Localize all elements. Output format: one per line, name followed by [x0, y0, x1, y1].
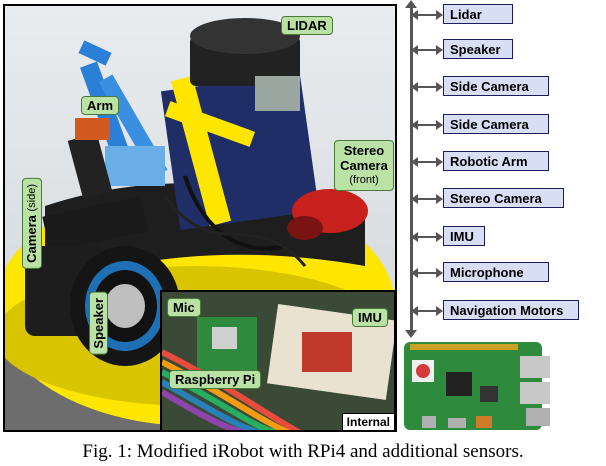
callout-stereo-camera: Stereo Camera (front): [334, 140, 394, 191]
callout-stereo-camera-sub: (front): [349, 174, 379, 186]
callout-imu: IMU: [352, 308, 388, 327]
callout-mic: Mic: [167, 298, 201, 317]
connector: [411, 157, 443, 167]
device-side-camera: Side Camera: [443, 114, 549, 134]
device-robotic-arm: Robotic Arm: [443, 151, 549, 171]
device-microphone: Microphone: [443, 262, 549, 282]
connector: [411, 82, 443, 92]
robot-photo: LIDAR Arm Stereo Camera (front) Camera (…: [3, 4, 397, 432]
callout-raspberry-pi: Raspberry Pi: [169, 370, 262, 389]
callout-camera-side: Camera (side): [22, 178, 42, 269]
device-lidar: Lidar: [443, 4, 513, 24]
callout-speaker: Speaker: [89, 292, 108, 355]
callout-arm: Arm: [81, 96, 120, 115]
connector: [411, 10, 443, 20]
device-stereo-camera: Stereo Camera: [443, 188, 564, 208]
callout-camera-side-sub: (side): [26, 184, 38, 212]
connector: [411, 120, 443, 130]
internal-tag: Internal: [341, 413, 394, 430]
connector: [411, 268, 443, 278]
figure-caption: Fig. 1: Modified iRobot with RPi4 and ad…: [82, 441, 524, 462]
device-navigation-motors: Navigation Motors: [443, 300, 579, 320]
callout-lidar: LIDAR: [281, 16, 333, 35]
raspberry-pi-board: [404, 342, 550, 430]
connector: [411, 232, 443, 242]
connector: [411, 194, 443, 204]
device-speaker: Speaker: [443, 39, 513, 59]
internal-inset: Mic IMU Raspberry Pi Internal: [160, 290, 395, 430]
connector: [411, 306, 443, 316]
callout-stereo-camera-label: Stereo Camera: [340, 143, 388, 173]
device-side-camera: Side Camera: [443, 76, 549, 96]
bus-line: [410, 4, 413, 334]
bus-arrow-bottom: [405, 330, 417, 338]
callout-camera-side-label: Camera: [24, 215, 39, 263]
connector: [411, 45, 443, 55]
device-imu: IMU: [443, 226, 485, 246]
callout-speaker-label: Speaker: [91, 298, 106, 349]
